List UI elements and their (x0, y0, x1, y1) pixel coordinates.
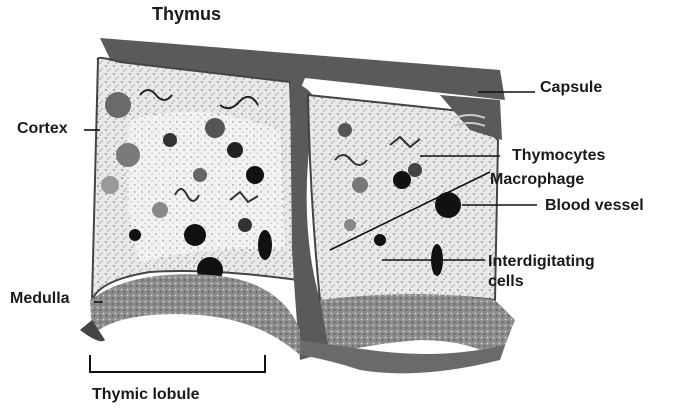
label-macrophage: Macrophage (490, 172, 584, 188)
label-interdigitating-cells: Interdigitating cells (488, 252, 595, 292)
cell (338, 123, 352, 137)
cell (184, 224, 206, 246)
thymic-lobule-bracket (90, 355, 265, 372)
label-interdigitating-line2: cells (488, 273, 524, 290)
label-blood-vessel: Blood vessel (545, 198, 644, 214)
label-medulla: Medulla (10, 291, 70, 307)
cell (238, 218, 252, 232)
diagram-title: Thymus (152, 5, 221, 23)
cell (116, 143, 140, 167)
cell (352, 177, 368, 193)
cell (101, 176, 119, 194)
cell (193, 168, 207, 182)
cell (152, 202, 168, 218)
cell (344, 219, 356, 231)
cell (205, 118, 225, 138)
cell (408, 163, 422, 177)
cell (246, 166, 264, 184)
label-capsule: Capsule (540, 80, 602, 96)
left-lobule (92, 58, 298, 300)
cell (374, 234, 386, 246)
label-interdigitating-line1: Interdigitating (488, 253, 595, 270)
cell (129, 229, 141, 241)
right-lobule (308, 95, 502, 303)
cell (227, 142, 243, 158)
cell (105, 92, 131, 118)
label-cortex: Cortex (17, 121, 68, 137)
cell (393, 171, 411, 189)
cell (163, 133, 177, 147)
blood-vessel-shape (435, 192, 461, 218)
cell (258, 230, 272, 260)
label-thymocytes: Thymocytes (512, 148, 605, 164)
medulla-band (90, 274, 300, 355)
label-thymic-lobule: Thymic lobule (92, 387, 200, 403)
